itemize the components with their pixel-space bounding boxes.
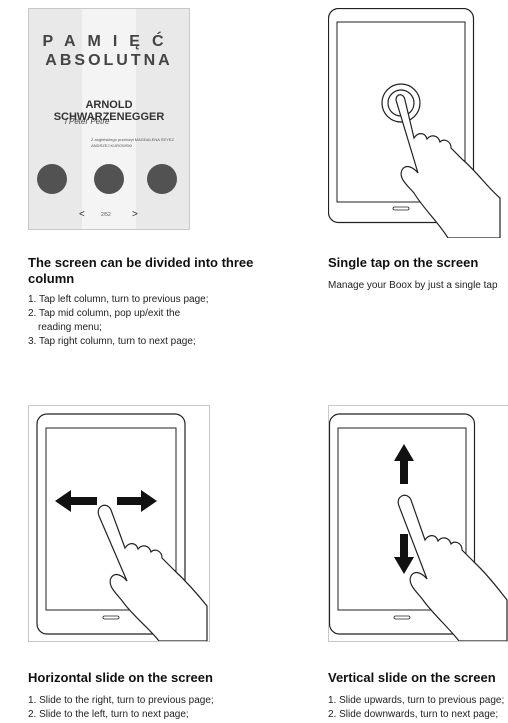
horizontal-slide-illustration bbox=[28, 405, 210, 642]
device-icon bbox=[329, 406, 508, 641]
prev-page-button[interactable]: < bbox=[79, 209, 85, 220]
cover-coauthor: i Peter Petre bbox=[65, 117, 109, 126]
section-heading-horizontal: Horizontal slide on the screen bbox=[28, 670, 288, 686]
next-page-button[interactable]: > bbox=[132, 209, 138, 220]
section-list-vertical: 1. Slide upwards, turn to previous page;… bbox=[328, 694, 508, 722]
reader-cover-preview: PAMIĘĆ ABSOLUTNA ARNOLD SCHWARZENEGGER i… bbox=[28, 8, 190, 230]
right-tap-zone[interactable] bbox=[147, 164, 177, 194]
left-tap-zone[interactable] bbox=[37, 164, 67, 194]
section-heading-single-tap: Single tap on the screen bbox=[328, 255, 508, 271]
device-icon bbox=[328, 8, 508, 238]
list-item: reading menu; bbox=[28, 321, 288, 334]
cover-translator-text: Z angielskiego przełożył MAGDALENA SEYEZ… bbox=[91, 137, 187, 149]
cover-title-line2: ABSOLUTNA bbox=[29, 52, 189, 70]
device-icon bbox=[29, 406, 209, 641]
section-body-single-tap: Manage your Boox by just a single tap bbox=[328, 279, 508, 292]
single-tap-illustration bbox=[328, 8, 508, 238]
vertical-slide-illustration bbox=[328, 405, 508, 642]
list-item: 1. Slide upwards, turn to previous page; bbox=[328, 694, 508, 707]
page-indicator: 2/52 bbox=[101, 212, 111, 218]
section-list-columns: 1. Tap left column, turn to previous pag… bbox=[28, 293, 288, 349]
list-item: 1. Slide to the right, turn to previous … bbox=[28, 694, 298, 707]
list-item: 2. Slide downwards, turn to next page; bbox=[328, 708, 508, 721]
list-item: 3. Tap right column, turn to next page; bbox=[28, 335, 288, 348]
section-list-horizontal: 1. Slide to the right, turn to previous … bbox=[28, 694, 298, 722]
list-item: 2. Slide to the left, turn to next page; bbox=[28, 708, 298, 721]
cover-title-line1: PAMIĘĆ bbox=[29, 33, 189, 51]
section-heading-vertical: Vertical slide on the screen bbox=[328, 670, 508, 686]
section-heading-columns: The screen can be divided into three col… bbox=[28, 255, 288, 287]
list-item: 1. Tap left column, turn to previous pag… bbox=[28, 293, 288, 306]
list-item: 2. Tap mid column, pop up/exit the bbox=[28, 307, 288, 320]
middle-tap-zone[interactable] bbox=[94, 164, 124, 194]
